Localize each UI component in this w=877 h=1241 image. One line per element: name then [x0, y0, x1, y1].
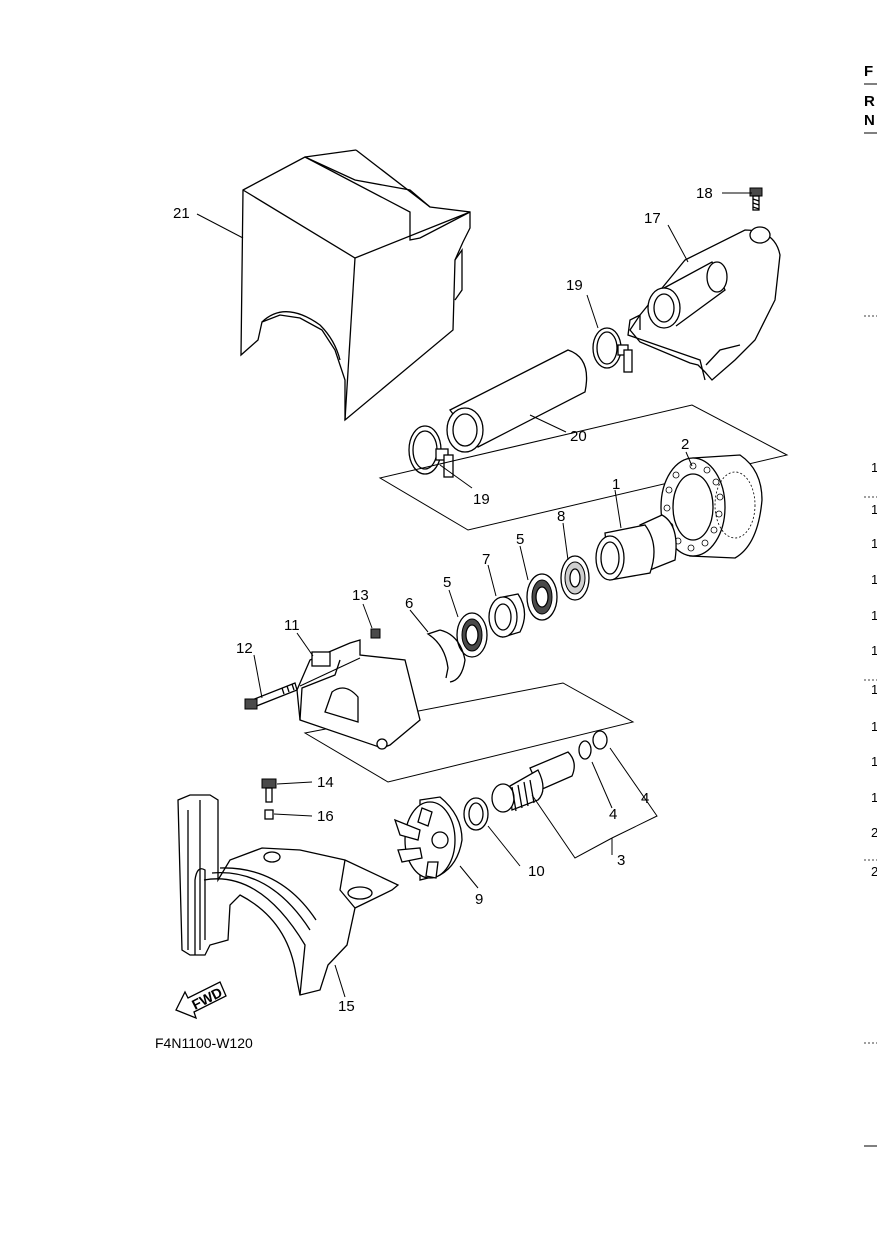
part-17-nozzle: [627, 226, 781, 381]
callout-5b: 5: [443, 574, 451, 591]
part-7-sleeve: [488, 593, 526, 638]
part-1-liner: [595, 514, 677, 581]
callout-6: 6: [405, 595, 413, 612]
part-9-impeller: [393, 796, 463, 881]
part-21-duct-cover: [240, 149, 471, 422]
callout-14: 14: [317, 774, 334, 791]
part-19-clamp-lower: [408, 425, 454, 478]
ring-holes: [663, 462, 724, 552]
part-14-bolt: [261, 778, 277, 803]
fwd-arrow-icon: FWD: [175, 981, 227, 1020]
part-19-clamp-upper: [592, 327, 633, 373]
edge-row-5: 1: [871, 608, 877, 623]
part-10-washer: [463, 797, 489, 831]
edge-row-7: 1: [871, 682, 877, 697]
assembly-frame-upper: [378, 404, 789, 531]
callout-9: 9: [475, 891, 483, 908]
callout-12: 12: [236, 640, 253, 657]
edge-row-2: 1: [871, 502, 877, 517]
callout-2: 2: [681, 436, 689, 453]
edge-row-6: 1: [871, 643, 877, 658]
edge-header-n: N: [864, 112, 875, 129]
callout-20: 20: [570, 428, 587, 445]
edge-row-8: 1: [871, 719, 877, 734]
callout-19a: 19: [566, 277, 583, 294]
edge-row-4: 1: [871, 572, 877, 587]
assembly-frame-lower: [303, 682, 635, 783]
callout-15: 15: [338, 998, 355, 1015]
callout-11: 11: [284, 617, 300, 634]
callout-17: 17: [644, 210, 661, 227]
edge-row-1: 1: [871, 460, 877, 475]
part-20-hose: [446, 349, 588, 453]
part-11-housing: [296, 639, 421, 750]
edge-header-f: F: [864, 63, 873, 80]
part-3-shaft: [491, 751, 575, 813]
edge-row-3: 1: [871, 536, 877, 551]
edge-row-9: 1: [871, 754, 877, 769]
callout-19b: 19: [473, 491, 490, 508]
callout-10: 10: [528, 863, 545, 880]
callout-1: 1: [612, 476, 620, 493]
callout-21: 21: [173, 205, 190, 222]
edge-row-10: 1: [871, 790, 877, 805]
callout-16: 16: [317, 808, 334, 825]
leader-lines: [196, 192, 752, 998]
edge-row-11: 2: [871, 825, 877, 840]
fwd-arrow-label: FWD: [189, 984, 225, 1013]
edge-header-r: R: [864, 93, 875, 110]
part-13-nut: [370, 628, 381, 639]
callout-5a: 5: [516, 531, 524, 548]
callout-13: 13: [352, 587, 369, 604]
part-15-grate: [177, 794, 400, 996]
part-8-oil-seal: [560, 555, 590, 601]
edge-row-12: 2: [871, 864, 877, 879]
part-4-o-ring-a: [578, 740, 592, 760]
callout-7: 7: [482, 551, 490, 568]
callout-18: 18: [696, 185, 713, 202]
callout-3: 3: [617, 852, 625, 869]
part-12-bolt: [244, 657, 361, 710]
part-5-bearing-upper: [526, 573, 558, 621]
callout-4a: 4: [609, 806, 617, 823]
callout-4b: 4: [641, 790, 649, 807]
part-18-bolt: [749, 187, 763, 211]
figure-code: F4N1100-W120: [155, 1035, 253, 1051]
part-4-o-ring-b: [592, 730, 608, 750]
callout-8: 8: [557, 508, 565, 525]
part-16-collar: [264, 809, 274, 820]
right-edge-column: F R N 1 1 1 1 1 1 1 1 1 1 2 2: [864, 63, 877, 1147]
part-2-ring: [660, 454, 763, 559]
callout-labels: 1 2 3 4 4 5 5 6 7 8 9 10 11 12 13 14 15 …: [173, 185, 713, 1015]
part-5-bearing-lower: [456, 612, 488, 658]
part-6-circlip: [426, 629, 466, 683]
